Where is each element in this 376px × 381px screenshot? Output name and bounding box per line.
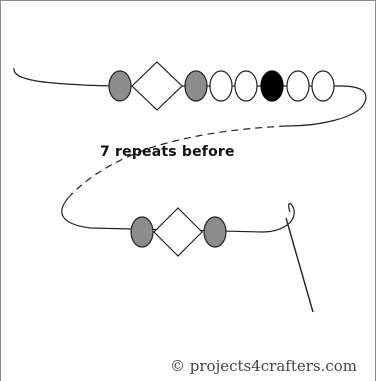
bottom-thread [61, 195, 295, 233]
bead-clear-round [286, 70, 310, 102]
copyright-credit: © projects4crafters.com [170, 357, 358, 375]
top-thread [13, 67, 367, 127]
bead-clear-round [311, 70, 335, 102]
repeat-annotation: 7 repeats before [100, 144, 235, 160]
needle [285, 217, 314, 313]
bead-clear-diamond [131, 61, 183, 111]
bead-clear-round [234, 70, 258, 102]
bead-gray-round [108, 70, 132, 102]
bead-black-round [260, 70, 284, 102]
bead-gray-round [184, 70, 208, 102]
bead-clear-diamond [153, 207, 203, 257]
bead-gray-round [130, 216, 154, 248]
bead-gray-round [203, 216, 227, 248]
bead-clear-round [209, 70, 233, 102]
dashed-thread [69, 125, 287, 197]
